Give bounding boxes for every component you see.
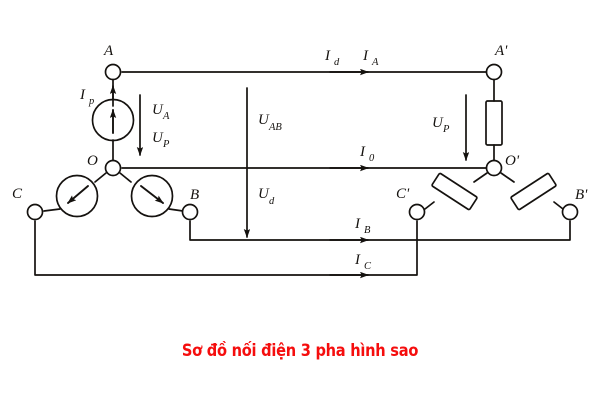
label-current-ia: I A	[362, 48, 379, 68]
node-a-prime	[485, 63, 503, 81]
node-o-prime	[485, 159, 503, 177]
label-terminal-c-prime: C'	[396, 186, 410, 202]
label-voltage-uab: U AB	[258, 112, 282, 133]
node-c	[26, 203, 44, 221]
svg-text:I: I	[362, 48, 369, 64]
label-current-ic: I C	[354, 252, 372, 272]
label-current-id: I d	[324, 48, 340, 68]
label-voltage-ua: U A	[152, 102, 170, 122]
svg-text:I: I	[354, 216, 361, 232]
svg-text:I: I	[359, 144, 366, 160]
load-leg-b	[500, 172, 564, 211]
label-voltage-ud: U d	[258, 186, 275, 207]
node-c-prime	[408, 203, 426, 221]
load-leg-c	[424, 172, 488, 211]
label-terminal-a: A	[103, 43, 114, 59]
label-node-o: O	[87, 153, 98, 169]
label-terminal-b: B	[190, 187, 199, 203]
label-current-ip: I p	[79, 87, 94, 107]
source-leg-c	[43, 172, 107, 218]
label-voltage-up-left: U P	[152, 130, 170, 150]
load-leg-a	[485, 72, 503, 168]
svg-text:p: p	[88, 96, 94, 107]
svg-text:0: 0	[369, 153, 375, 164]
svg-text:d: d	[269, 196, 275, 207]
label-terminal-c: C	[12, 186, 23, 202]
svg-text:I: I	[324, 48, 331, 64]
svg-text:d: d	[334, 57, 340, 68]
svg-text:U: U	[152, 130, 164, 146]
svg-text:A: A	[371, 57, 379, 68]
node-a	[104, 63, 122, 81]
svg-text:AB: AB	[268, 122, 282, 133]
svg-text:U: U	[152, 102, 164, 118]
svg-text:I: I	[354, 252, 361, 268]
node-b-prime	[561, 203, 579, 221]
label-voltage-up-right: U P	[432, 115, 450, 135]
svg-text:U: U	[432, 115, 444, 131]
line-conductor-b	[189, 220, 571, 241]
svg-text:C: C	[364, 261, 372, 272]
svg-text:I: I	[79, 87, 86, 103]
svg-text:U: U	[258, 186, 270, 202]
label-current-ib: I B	[354, 216, 371, 236]
label-node-o-prime: O'	[505, 153, 520, 169]
svg-text:P: P	[162, 139, 170, 150]
source-arrow-c	[67, 185, 89, 204]
label-current-i0: I 0	[359, 144, 375, 164]
source-arrow-b	[140, 185, 164, 204]
source-leg-b	[119, 172, 184, 218]
svg-text:P: P	[442, 124, 450, 135]
svg-text:U: U	[258, 112, 270, 128]
line-conductor-c	[34, 220, 418, 276]
caption-text: Sơ đồ nối điện 3 pha hình sao	[181, 341, 419, 361]
label-terminal-b-prime: B'	[575, 187, 588, 203]
svg-text:A: A	[162, 111, 170, 122]
label-terminal-a-prime: A'	[494, 43, 508, 59]
node-b	[181, 203, 199, 221]
node-terminals	[26, 63, 579, 221]
node-o	[104, 159, 122, 177]
svg-text:B: B	[364, 225, 371, 236]
